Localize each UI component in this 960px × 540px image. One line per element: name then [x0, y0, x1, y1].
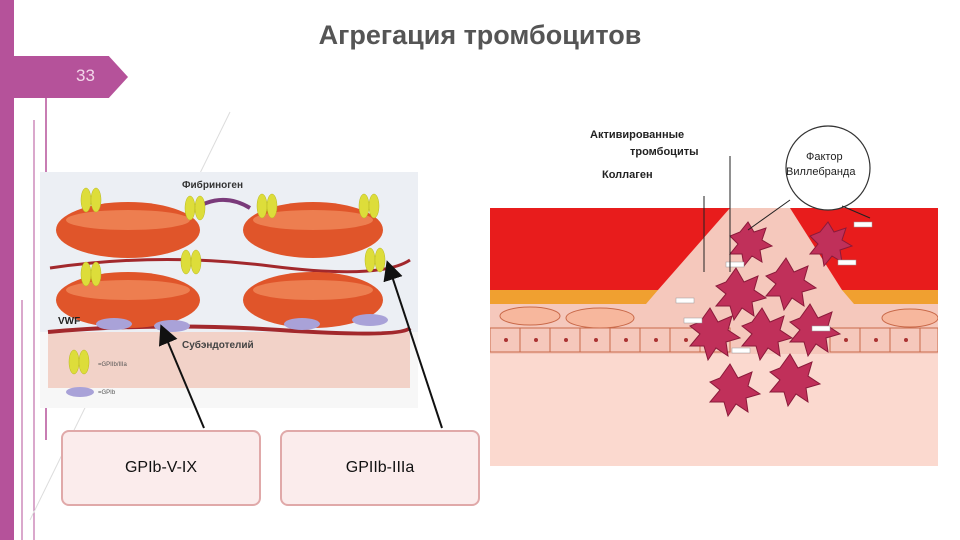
label-fibrinogen: Фибриноген [182, 179, 243, 191]
left-accent-bar [0, 0, 14, 540]
vessel-injury-figure: Активированные тромбоциты Коллаген Факто… [490, 122, 938, 466]
platelet-bottom-right [243, 272, 383, 328]
legend-gpiib: =GPIIb/IIIa [98, 362, 128, 368]
label-activated: Активированные [590, 129, 684, 141]
label-platelets: тромбоциты [630, 146, 699, 158]
label-factor: Фактор [806, 151, 843, 163]
legend-gpib: =GPIb [98, 390, 116, 396]
label-collagen: Коллаген [602, 169, 653, 181]
callout-box-gpib: GPIb-V-IX [61, 430, 261, 506]
platelet-top-left [56, 202, 200, 258]
label-subendothelium: Субэндотелий [182, 339, 254, 351]
platelet-aggregation-figure: Фибриноген VWF Субэндотелий =GPIIb/IIIa … [40, 172, 418, 408]
slide-title: Агрегация тромбоцитов [318, 20, 642, 50]
callout-box-gpiib: GPIIb-IIIa [280, 430, 480, 506]
callout-gpib-label: GPIb-V-IX [124, 459, 198, 476]
arrow-gpiib [383, 260, 443, 429]
willebrand-factor-circle [785, 125, 871, 211]
page-number-tab [0, 56, 128, 98]
callout-gpiib-label: GPIIb-IIIa [345, 459, 415, 476]
label-willebrand: Виллебранда [786, 166, 856, 178]
page-number: 33 [76, 66, 95, 85]
label-vwf: VWF [58, 316, 80, 327]
platelet-bottom-left [56, 272, 200, 328]
platelet-top-right [243, 202, 383, 258]
arrow-gpib [158, 324, 205, 429]
